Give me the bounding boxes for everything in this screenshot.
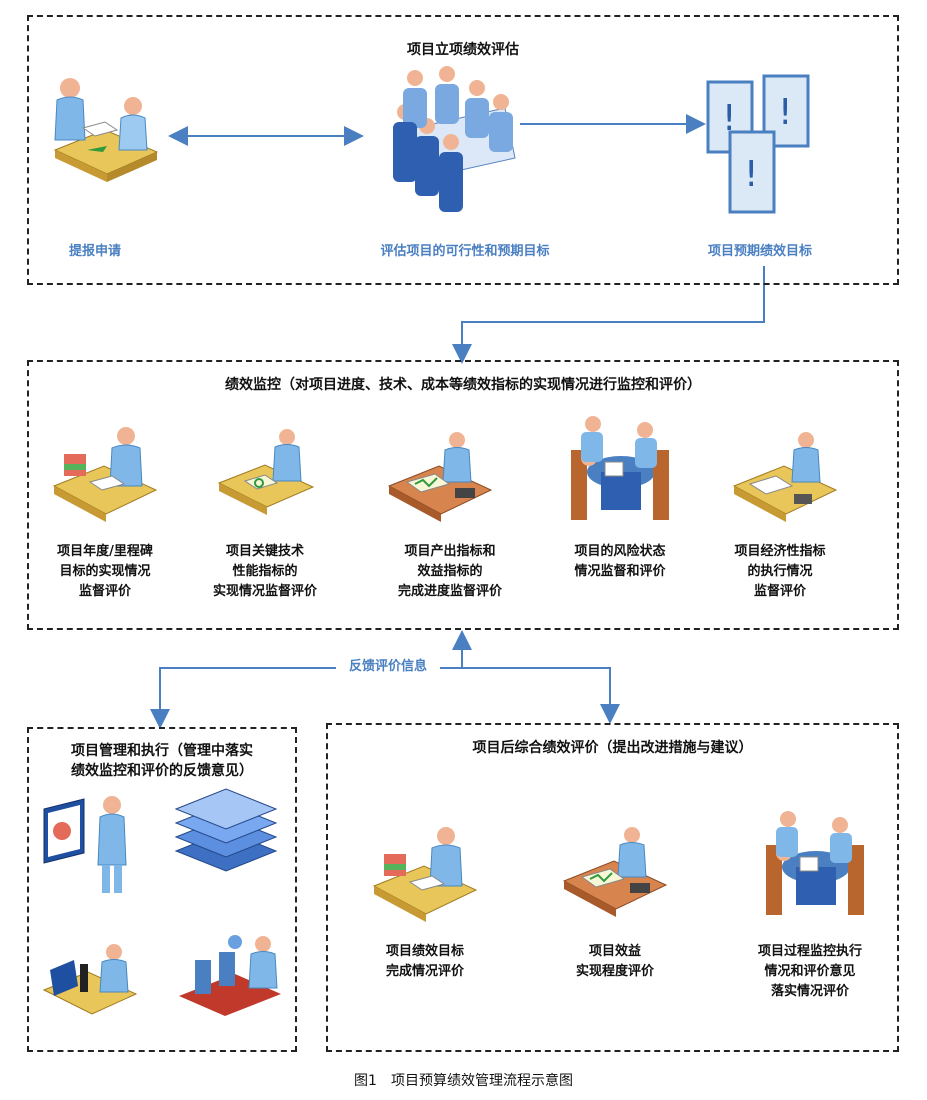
output-benefit-icon — [387, 432, 493, 522]
label-process-review: 项目过程监控执行 情况和评价意见 落实情况评价 — [757, 944, 862, 999]
label-risk-status: 项目的风险状态 情况监督和评价 — [574, 544, 666, 579]
label-benefit-realization: 项目效益 实现程度评价 — [575, 944, 654, 979]
arrow-target-monitor — [452, 266, 765, 364]
figure-caption: 图1 项目预算绩效管理流程示意图 — [354, 1073, 573, 1089]
section-title: 项目后综合绩效评价（提出改进措施与建议） — [472, 740, 753, 756]
annual-milestone-icon — [52, 427, 158, 522]
section-management-execution: 项目管理和执行（管理中落实 绩效监控和评价的反馈意见） — [27, 727, 297, 1052]
section-title: 项目管理和执行（管理中落实 绩效监控和评价的反馈意见） — [71, 743, 253, 779]
benefit-realization-icon — [562, 827, 668, 917]
target-completion-icon — [372, 827, 478, 922]
section-post-evaluation: 项目后综合绩效评价（提出改进措施与建议） — [326, 723, 899, 1052]
apply-figure-icon — [53, 78, 159, 182]
section-project-approval: 项目立项绩效评估 — [27, 15, 899, 285]
feedback-label: 反馈评价信息 — [336, 657, 440, 677]
svg-text:!: ! — [778, 92, 792, 133]
label-expected-target: 项目预期绩效目标 — [707, 244, 812, 259]
section-title: 项目立项绩效评估 — [407, 42, 519, 58]
process-review-icon — [766, 811, 864, 915]
svg-text:!: ! — [722, 98, 736, 139]
meeting-figure-icon — [393, 66, 516, 212]
label-evaluate-feasibility: 评估项目的可行性和预期目标 — [380, 244, 550, 259]
arrow-feedback-left — [150, 667, 336, 729]
key-technology-icon — [217, 429, 315, 515]
section-performance-monitoring: 绩效监控（对项目进度、技术、成本等绩效指标的实现情况进行监控和评价） — [27, 360, 899, 630]
microscope-icon — [42, 944, 138, 1015]
label-economic-index: 项目经济性指标 的执行情况 监督评价 — [734, 544, 826, 599]
label-annual-milestone: 项目年度/里程碑 目标的实现情况 监督评价 — [57, 544, 153, 599]
arrow-feedback-right — [440, 667, 620, 724]
assembly-line-icon — [179, 935, 281, 1016]
target-docs-icon: ! ! ! — [706, 74, 810, 214]
svg-text:!: ! — [744, 154, 758, 195]
label-output-benefit: 项目产出指标和 效益指标的 完成进度监督评价 — [397, 544, 502, 599]
section-title: 绩效监控（对项目进度、技术、成本等绩效指标的实现情况进行监控和评价） — [225, 377, 701, 393]
economic-index-icon — [732, 432, 838, 522]
risk-meeting-icon — [571, 416, 669, 520]
label-submit-application: 提报申请 — [68, 244, 121, 259]
label-key-technology: 项目关键技术 性能指标的 实现情况监督评价 — [212, 544, 317, 599]
label-target-completion: 项目绩效目标 完成情况评价 — [385, 944, 464, 979]
presentation-icon — [43, 796, 127, 893]
stack-layers-icon — [174, 788, 278, 872]
